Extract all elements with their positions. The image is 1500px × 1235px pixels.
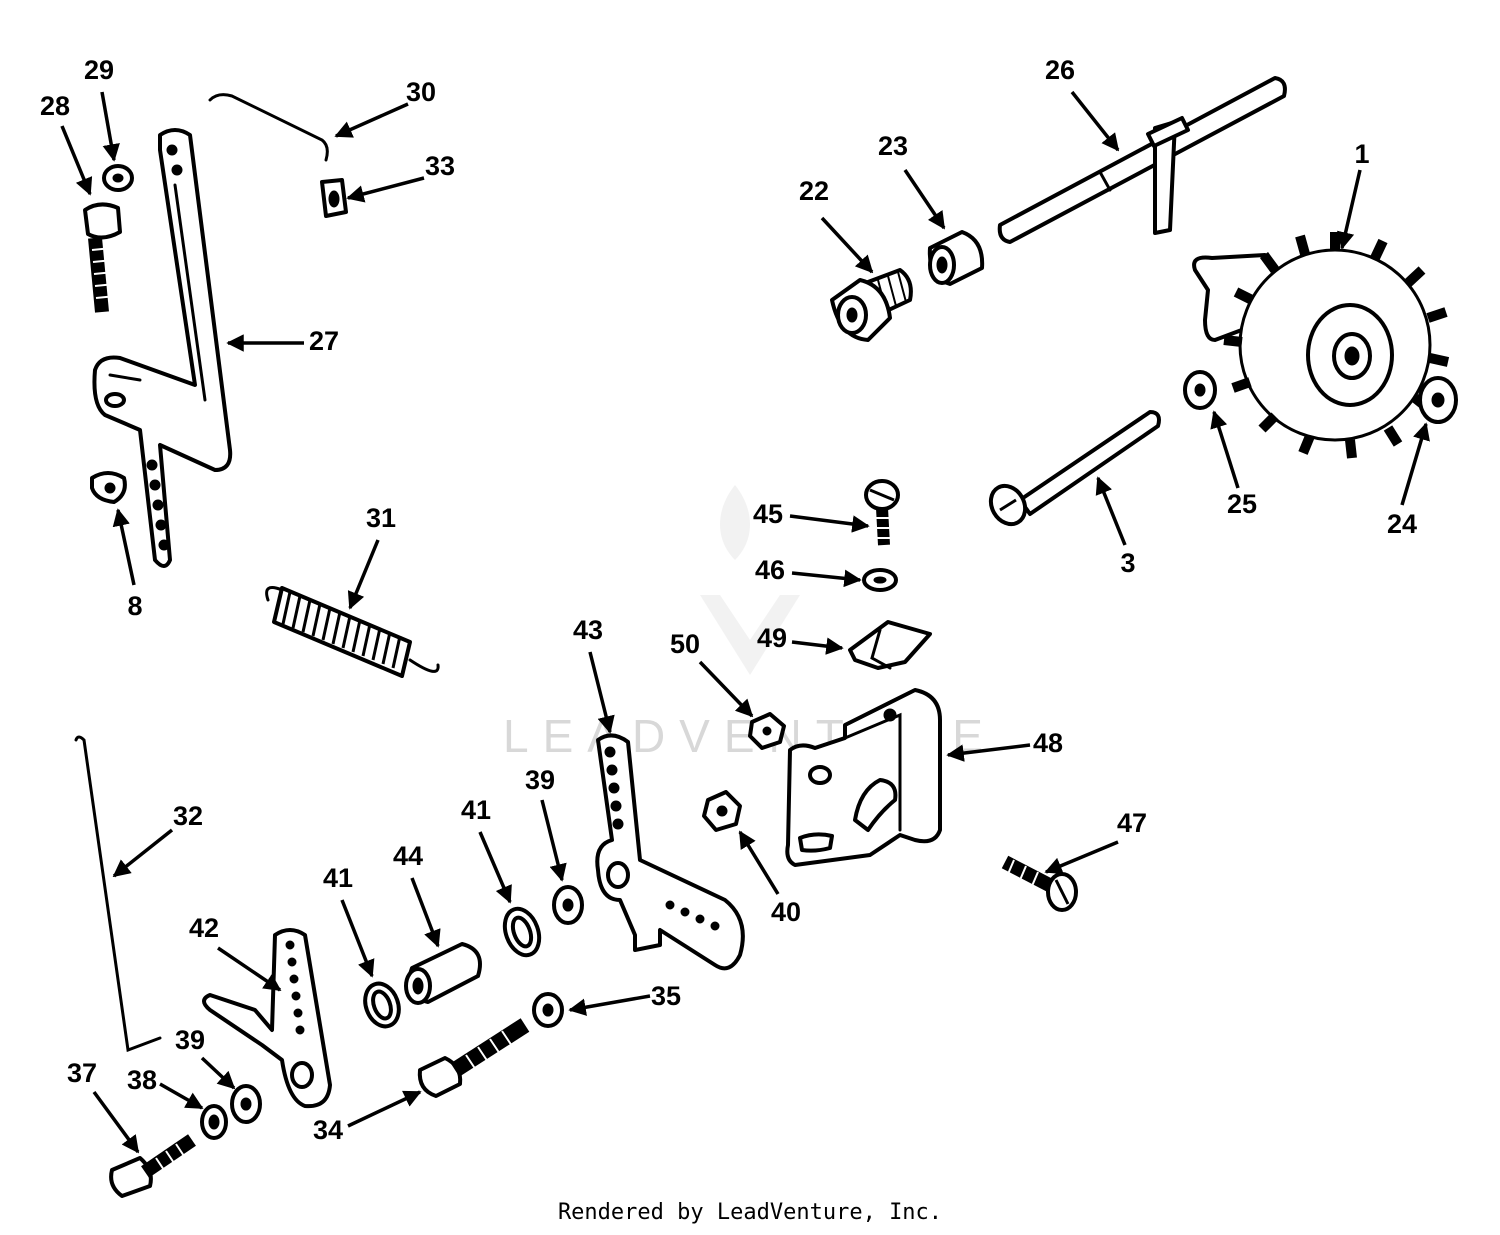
callout-49: 49 (757, 623, 787, 653)
shaft-3 (988, 410, 1161, 527)
snap-ring-41-left (363, 981, 401, 1029)
governor-lever (92, 128, 233, 568)
callout-25: 25 (1227, 489, 1257, 519)
callout-37: 37 (67, 1058, 97, 1088)
callout-1: 1 (1354, 139, 1369, 169)
callout-33: 33 (425, 151, 455, 181)
callout-24: 24 (1387, 509, 1417, 539)
washer-25 (1183, 370, 1217, 410)
callout-26: 26 (1045, 55, 1075, 85)
link-rod-30 (208, 93, 329, 162)
rendered-by-credit: Rendered by LeadVenture, Inc. (557, 1200, 943, 1225)
lever-42 (202, 928, 332, 1109)
bolt-34 (417, 1018, 530, 1098)
bushing-44 (404, 942, 482, 1005)
crank-shaft-26 (997, 76, 1287, 244)
leader-arrows (60, 90, 1430, 1154)
screw-45 (864, 479, 900, 546)
callout-29: 29 (84, 55, 114, 85)
callout-46: 46 (755, 555, 785, 585)
washer-39-lower (230, 1084, 262, 1124)
callout-39-lower: 39 (175, 1025, 205, 1055)
callout-3: 3 (1120, 548, 1135, 578)
callout-8: 8 (127, 591, 142, 621)
callout-32: 32 (173, 801, 203, 831)
callout-30: 30 (406, 77, 436, 107)
screw-47 (1001, 855, 1078, 912)
callout-27: 27 (309, 326, 339, 356)
callout-23: 23 (878, 131, 908, 161)
lock-washer-46 (862, 568, 898, 592)
governor-gear-1 (1192, 232, 1450, 459)
control-lever-43 (595, 733, 745, 971)
bushing-33 (320, 178, 348, 218)
callout-22: 22 (799, 176, 829, 206)
callout-47: 47 (1117, 808, 1147, 838)
bolt-28 (83, 202, 122, 313)
clip-49 (848, 620, 932, 670)
callout-35: 35 (651, 981, 681, 1011)
callout-44: 44 (393, 841, 423, 871)
watermark-logo (700, 485, 800, 675)
bracket-48 (785, 688, 942, 867)
spring-31 (265, 586, 440, 678)
washer-39-upper (552, 885, 584, 925)
washer-24 (1418, 376, 1458, 424)
callout-43: 43 (573, 615, 603, 645)
nut-8 (90, 471, 127, 504)
rod-32 (74, 735, 162, 1053)
callout-45: 45 (753, 499, 783, 529)
callout-42: 42 (189, 913, 219, 943)
spacer-23 (927, 230, 985, 286)
nut-40 (702, 790, 742, 832)
lock-washer-38 (200, 1104, 228, 1140)
callout-39-upper: 39 (525, 765, 555, 795)
callout-40: 40 (771, 897, 801, 927)
callout-41-left: 41 (323, 863, 353, 893)
callout-34: 34 (313, 1115, 343, 1145)
callout-38: 38 (127, 1065, 157, 1095)
bolt-37 (109, 1134, 196, 1198)
plug-22 (830, 268, 913, 342)
callout-41-right: 41 (461, 795, 491, 825)
callout-48: 48 (1033, 728, 1063, 758)
callout-labels: 1 3 8 22 23 24 25 26 27 28 29 30 31 32 3… (40, 55, 1417, 1145)
washer-29 (102, 164, 134, 192)
snap-ring-41-right (502, 906, 542, 958)
callout-50: 50 (670, 629, 700, 659)
washer-35 (532, 992, 564, 1028)
callout-28: 28 (40, 91, 70, 121)
nut-50 (748, 712, 786, 750)
callout-31: 31 (366, 503, 396, 533)
